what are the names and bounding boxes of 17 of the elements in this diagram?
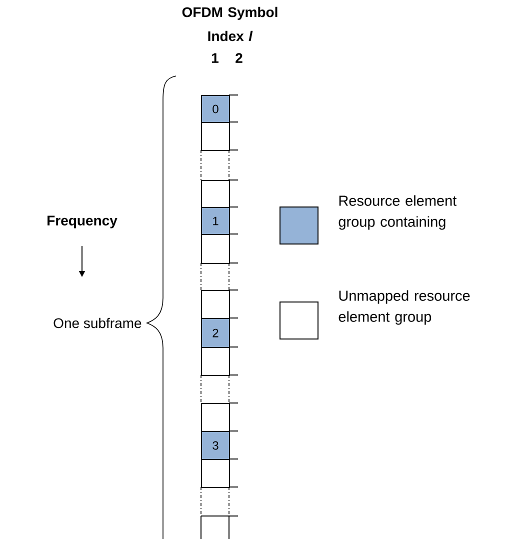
resource-element-cell: 3	[201, 431, 230, 460]
empty-cell	[201, 347, 230, 376]
column-number: 1	[212, 53, 218, 63]
legend-text: Resource element group containing	[338, 195, 457, 230]
resource-element-cell: 2	[201, 318, 230, 348]
empty-cell	[201, 290, 230, 319]
legend-text: Unmapped resource element group	[338, 290, 470, 325]
column-number: 2	[236, 53, 242, 63]
empty-cell	[201, 403, 230, 432]
resource-element-cell: 0	[201, 95, 230, 123]
empty-cell	[201, 180, 230, 208]
axis-label: Frequency	[48, 216, 118, 228]
empty-cell	[201, 459, 230, 488]
empty-cell	[201, 122, 230, 151]
heading: OFDM Symbol Index l	[182, 6, 278, 42]
resource-element-cell: 1	[201, 207, 230, 235]
brace-label: One subframe	[54, 318, 142, 328]
